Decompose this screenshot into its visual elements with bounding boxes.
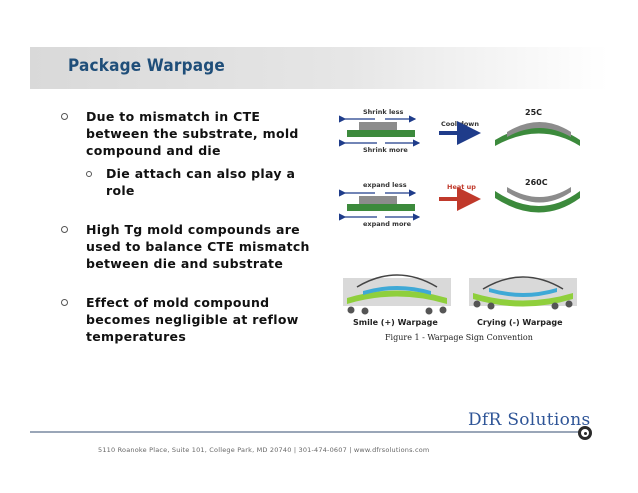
solder-ball-icon [425,307,433,315]
heat-up-diagram: expand less expand more Heat up 260C [339,178,580,228]
substrate-block [347,204,415,211]
crying-substrate [473,293,573,307]
temp-260c-label: 260C [525,178,548,187]
bullet-text: High Tg mold compounds are used to balan… [86,222,310,271]
temp-25c-label: 25C [525,108,542,117]
crying-wire [482,276,564,290]
crying-die [489,288,557,297]
bullet-text: Effect of mold compound becomes negligib… [86,295,299,344]
die-block [359,196,397,204]
substrate-block [347,130,415,137]
bullet-item: Due to mismatch in CTE between the subst… [60,108,322,199]
smile-substrate [347,290,447,304]
shrink-more-label: Shrink more [363,146,408,154]
bullet-list: Due to mismatch in CTE between the subst… [60,108,322,361]
warped-die-smile [507,122,571,137]
warped-die-cry [507,187,571,203]
solder-ball-icon [347,306,355,314]
warped-substrate-cry [495,191,580,213]
cool-down-diagram: Shrink less Shrink more Cool down 25C [339,108,580,154]
footer-divider [30,431,580,433]
title-bar [30,47,608,89]
sub-bullet-text: Die attach can also play a role [106,166,296,198]
solder-ball-icon [487,302,495,310]
die-block [359,122,397,130]
solder-ball-icon [551,302,559,310]
smile-die [363,286,431,295]
solder-ball-icon [439,306,447,314]
cool-down-label: Cool down [441,120,479,128]
company-logo: DfR Solutions [468,410,591,430]
solder-ball-icon [361,307,369,315]
solder-ball-icon [565,300,573,308]
crying-warpage-label: Crying (-) Warpage [477,318,563,327]
figure-caption: Figure 1 - Warpage Sign Convention [385,333,533,342]
bullet-item: High Tg mold compounds are used to balan… [60,221,322,272]
bullet-circle-icon [61,299,68,306]
expand-more-label: expand more [363,220,412,228]
heat-up-label: Heat up [447,183,476,191]
bullet-item: Effect of mold compound becomes negligib… [60,294,322,345]
bullet-text: Due to mismatch in CTE between the subst… [86,109,299,158]
shrink-less-label: Shrink less [363,108,403,116]
sub-bullet-item: Die attach can also play a role [86,165,322,199]
slide-title: Package Warpage [68,56,225,76]
logo-ring-icon [578,426,592,440]
warpage-figure: Shrink less Shrink more Cool down 25C ex… [339,108,580,342]
bullet-circle-icon [61,113,68,120]
smile-wire [356,274,438,288]
expand-less-label: expand less [363,181,407,189]
bullet-circle-icon [61,226,68,233]
smile-warpage-label: Smile (+) Warpage [353,318,438,327]
bullet-circle-icon [86,171,92,177]
footer-address: 5110 Roanoke Place, Suite 101, College P… [98,446,430,454]
solder-ball-icon [473,300,481,308]
smile-crosssection [343,274,451,315]
crying-crosssection [469,276,577,310]
